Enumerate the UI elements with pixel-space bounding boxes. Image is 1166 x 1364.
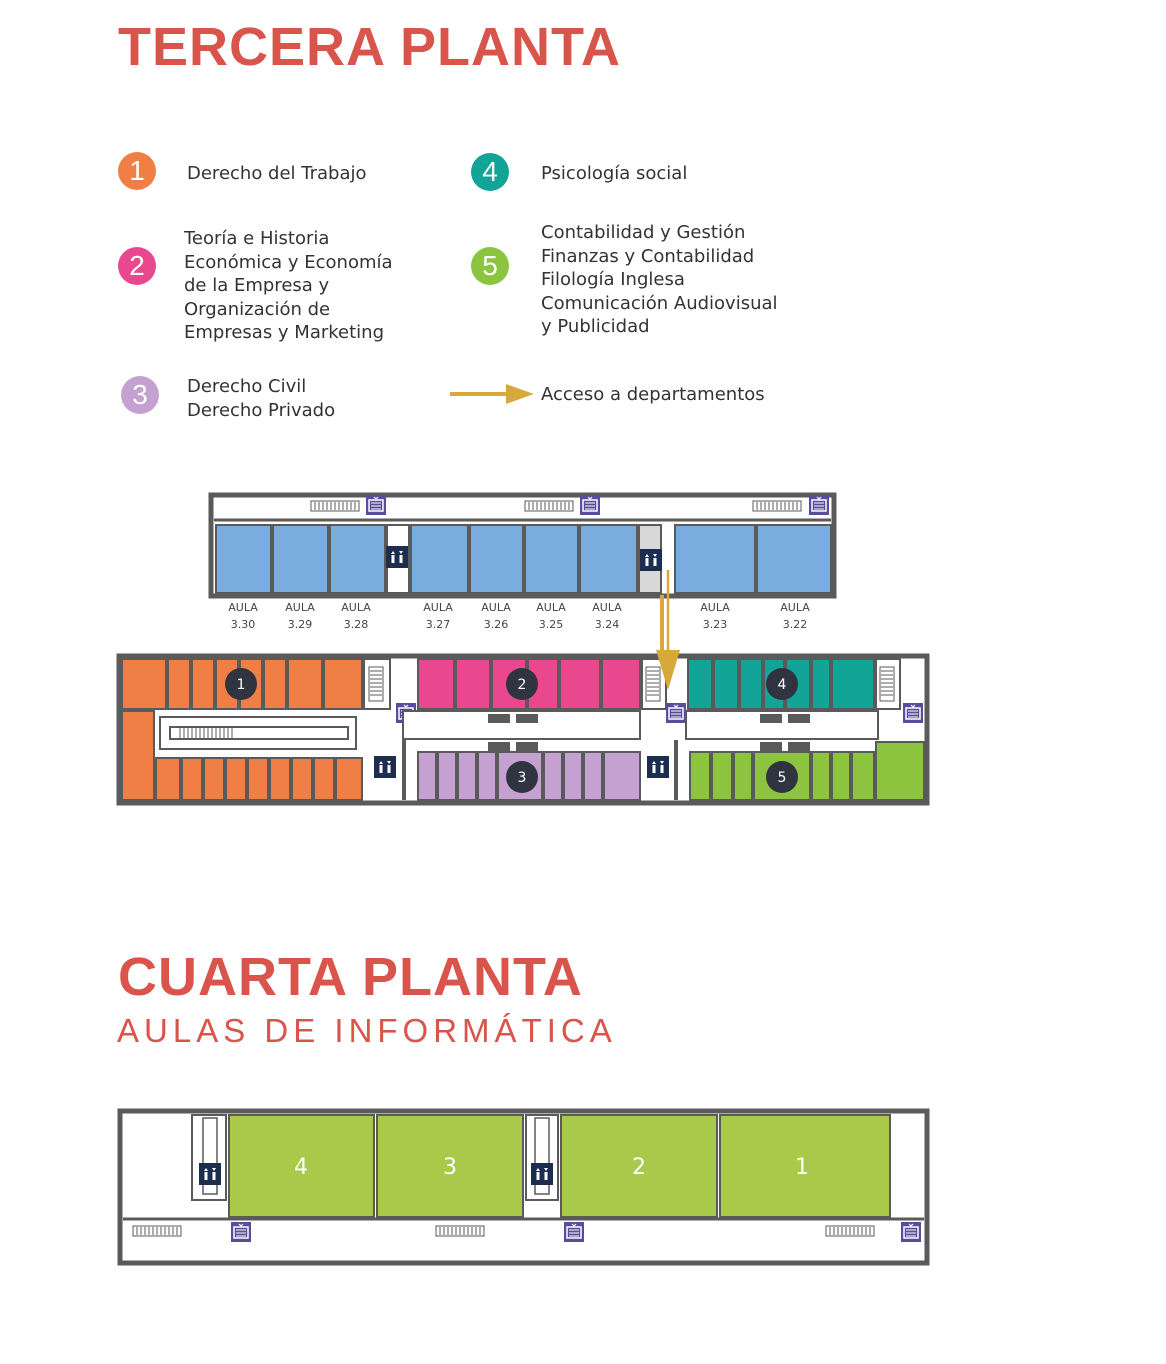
legend-marker-2: 2 xyxy=(118,247,156,285)
stairs-icon xyxy=(524,500,574,512)
stairs-icon xyxy=(825,1225,875,1237)
classroom-label: AULA xyxy=(423,601,453,614)
classroom-3-30 xyxy=(215,524,272,594)
elevator-icon xyxy=(640,549,662,571)
classroom-number: 3.30 xyxy=(231,618,256,631)
classroom-label: AULA xyxy=(228,601,258,614)
classroom-3-27 xyxy=(410,524,469,594)
zone-marker-3: 3 xyxy=(518,770,527,786)
legend-label-3: Derecho Civil Derecho Privado xyxy=(187,376,336,421)
legend-label-access: Acceso a departamentos xyxy=(541,384,765,405)
zone-1-derecho-del-trabajo xyxy=(121,658,363,801)
floor4-plan: 4 3 2 1 xyxy=(117,1108,930,1266)
elevator-icon xyxy=(199,1163,221,1185)
fire-exit-icon xyxy=(808,494,830,516)
zone-marker-1: 1 xyxy=(237,677,246,693)
zone-markers: 1 2 3 4 5 xyxy=(225,668,798,793)
classroom-number: 3.23 xyxy=(703,618,728,631)
classroom-3-22 xyxy=(756,524,832,594)
classroom-3-23 xyxy=(674,524,756,594)
fire-exit-icon xyxy=(579,494,601,516)
stairs-icon xyxy=(368,666,384,702)
fire-exit-icon xyxy=(365,494,387,516)
classroom-3-25 xyxy=(524,524,579,594)
classroom-number: 3.27 xyxy=(426,618,451,631)
department-access-arrow xyxy=(656,570,680,690)
stairs-icon xyxy=(645,666,661,702)
zone-2-teoria-historia-economica xyxy=(417,658,641,710)
floor3-title: TERCERA PLANTA xyxy=(118,17,621,77)
legend-marker-3: 3 xyxy=(121,376,159,414)
elevator-icon xyxy=(647,756,669,778)
stairs-icon xyxy=(879,666,895,702)
classroom-number: 3.24 xyxy=(595,618,620,631)
classroom-label: AULA xyxy=(536,601,566,614)
legend-marker-4: 4 xyxy=(471,153,509,191)
legend-marker-5: 5 xyxy=(471,247,509,285)
stairs-icon xyxy=(435,1225,485,1237)
legend-label-5: Contabilidad y Gestión Finanzas y Contab… xyxy=(541,222,778,337)
elevator-icon xyxy=(374,756,396,778)
stairs-icon xyxy=(752,500,802,512)
legend-label-2: Teoría e Historia Económica y Economía d… xyxy=(184,228,393,343)
classroom-label: AULA xyxy=(700,601,730,614)
classroom-label: AULA xyxy=(285,601,315,614)
classroom-number: 3.26 xyxy=(484,618,509,631)
legend-label-4: Psicología social xyxy=(541,163,688,184)
classroom-labels: AULA 3.30 AULA 3.29 AULA 3.28 AULA 3.27 … xyxy=(228,601,810,631)
classroom-number: 3.28 xyxy=(344,618,369,631)
zone-3-derecho-civil xyxy=(417,751,641,801)
classroom-label: AULA xyxy=(481,601,511,614)
classroom-wing xyxy=(208,492,837,599)
stairs-icon xyxy=(310,500,360,512)
fire-exit-icon xyxy=(563,1221,585,1243)
classroom-3-26 xyxy=(469,524,524,594)
fire-exit-icon xyxy=(665,702,687,724)
computer-room-2 xyxy=(560,1114,718,1218)
computer-room-3 xyxy=(376,1114,524,1218)
zone-marker-2: 2 xyxy=(518,677,527,693)
computer-room-label-1: 1 xyxy=(795,1155,809,1180)
computer-room-1 xyxy=(719,1114,891,1218)
classroom-label: AULA xyxy=(780,601,810,614)
fire-exit-icon xyxy=(230,1221,252,1243)
classroom-number: 3.29 xyxy=(288,618,313,631)
classroom-number: 3.22 xyxy=(783,618,808,631)
legend-label-1: Derecho del Trabajo xyxy=(187,163,367,184)
classroom-3-28 xyxy=(329,524,386,594)
floor4-title: CUARTA PLANTA xyxy=(118,947,583,1007)
classroom-label: AULA xyxy=(341,601,371,614)
classroom-3-24 xyxy=(579,524,638,594)
computer-room-label-2: 2 xyxy=(632,1155,646,1180)
zone-marker-5: 5 xyxy=(778,770,787,786)
legend-marker-1: 1 xyxy=(118,152,156,190)
fire-exit-icon xyxy=(900,1221,922,1243)
stairs-icon xyxy=(132,1225,182,1237)
elevator-icon xyxy=(386,546,408,568)
floor4-subtitle: AULAS DE INFORMÁTICA xyxy=(117,1012,617,1049)
zone-marker-4: 4 xyxy=(778,677,787,693)
elevator-icon xyxy=(531,1163,553,1185)
computer-room-4 xyxy=(228,1114,375,1218)
classroom-number: 3.25 xyxy=(539,618,564,631)
classroom-label: AULA xyxy=(592,601,622,614)
access-arrow-icon xyxy=(450,384,534,404)
computer-room-label-3: 3 xyxy=(443,1155,457,1180)
classroom-3-29 xyxy=(272,524,329,594)
computer-room-label-4: 4 xyxy=(294,1155,308,1180)
fire-exit-icon xyxy=(902,702,924,724)
